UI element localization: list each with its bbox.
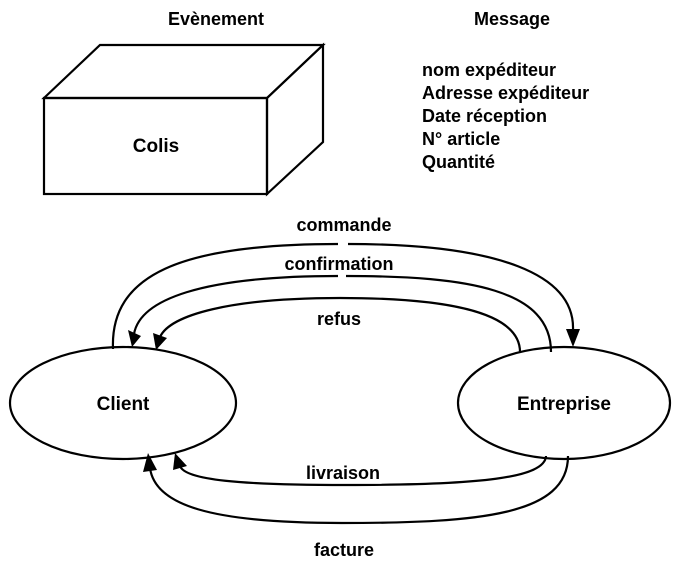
livraison-arrowhead (173, 453, 187, 470)
event-header: Evènement (168, 9, 264, 29)
message-fields: nom expéditeur Adresse expéditeur Date r… (422, 60, 589, 172)
message-field: Adresse expéditeur (422, 83, 589, 103)
entreprise-ellipse (456, 345, 672, 461)
commande-arrowhead (566, 329, 580, 347)
event-box-side (265, 42, 325, 197)
event-box-top (41, 43, 326, 100)
livraison-arc (178, 455, 548, 487)
confirmation-arc-left (132, 274, 339, 335)
flow-livraison: livraison (173, 453, 548, 487)
commande-arc-right (347, 242, 575, 331)
message-header: Message (474, 9, 550, 29)
entreprise-node: Entreprise (456, 345, 672, 461)
confirmation-label: confirmation (284, 254, 393, 274)
facture-arrowhead (143, 453, 157, 472)
client-label: Client (97, 394, 150, 415)
flow-commande: commande (111, 215, 580, 350)
client-ellipse (8, 345, 238, 461)
event-box-label: Colis (133, 136, 179, 157)
flow-facture: facture (143, 453, 570, 560)
entreprise-label: Entreprise (517, 394, 611, 415)
commande-arc-left (111, 242, 339, 350)
confirmation-arc-right (345, 274, 553, 353)
event-box-front (42, 96, 269, 196)
livraison-label: livraison (306, 463, 380, 483)
commande-label: commande (296, 215, 391, 235)
facture-label: facture (314, 540, 374, 560)
refus-arrowhead (153, 333, 167, 350)
flow-refus: refus (153, 296, 522, 353)
refus-arc (158, 296, 522, 353)
client-node: Client (8, 345, 238, 461)
facture-arc (148, 455, 570, 525)
message-field: Quantité (422, 152, 495, 172)
message-field: nom expéditeur (422, 60, 556, 80)
refus-label: refus (317, 309, 361, 329)
message-field: Date réception (422, 106, 547, 126)
message-field: N° article (422, 129, 500, 149)
confirmation-arrowhead (128, 330, 141, 347)
event-box: Colis (41, 42, 326, 197)
flow-confirmation: confirmation (128, 254, 553, 353)
